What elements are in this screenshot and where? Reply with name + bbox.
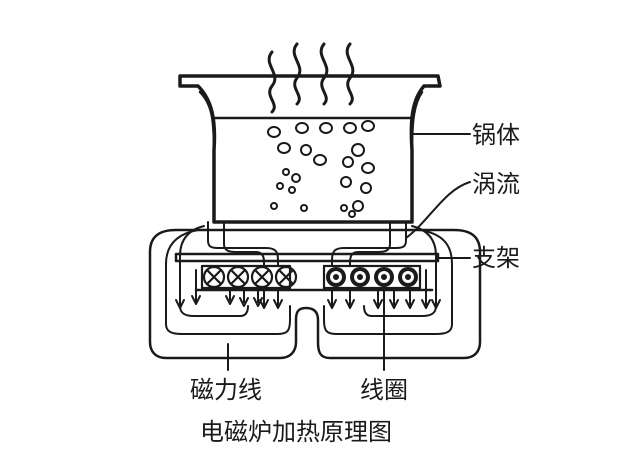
coil-cross-3 <box>250 265 274 289</box>
leader-lines <box>227 133 471 371</box>
coil-dot-1 <box>326 267 346 287</box>
leader-eddy-current <box>405 181 471 239</box>
pot <box>178 74 442 224</box>
support-plate <box>174 252 440 263</box>
coil-cross-1 <box>202 265 226 289</box>
label-coil: 线圈 <box>360 376 408 404</box>
field-arrowheads <box>175 295 441 309</box>
coil-dot-3 <box>374 267 394 287</box>
coil-dot-2 <box>350 267 370 287</box>
coil-dot-4 <box>398 267 418 287</box>
diagram-caption: 电磁炉加热原理图 <box>200 418 392 446</box>
label-support: 支架 <box>472 244 520 272</box>
label-eddy-current: 涡流 <box>472 170 520 198</box>
label-magnetic-field-lines: 磁力线 <box>190 376 262 404</box>
label-pot-body: 锅体 <box>472 121 520 149</box>
coil-cross-4 <box>274 265 298 289</box>
coil-right-dots <box>322 264 422 290</box>
cooker-housing <box>148 228 482 360</box>
coil-cross-2 <box>226 265 250 289</box>
bubbles <box>267 120 375 218</box>
coil-left-crosses <box>200 264 298 290</box>
steam-lines <box>267 42 355 114</box>
